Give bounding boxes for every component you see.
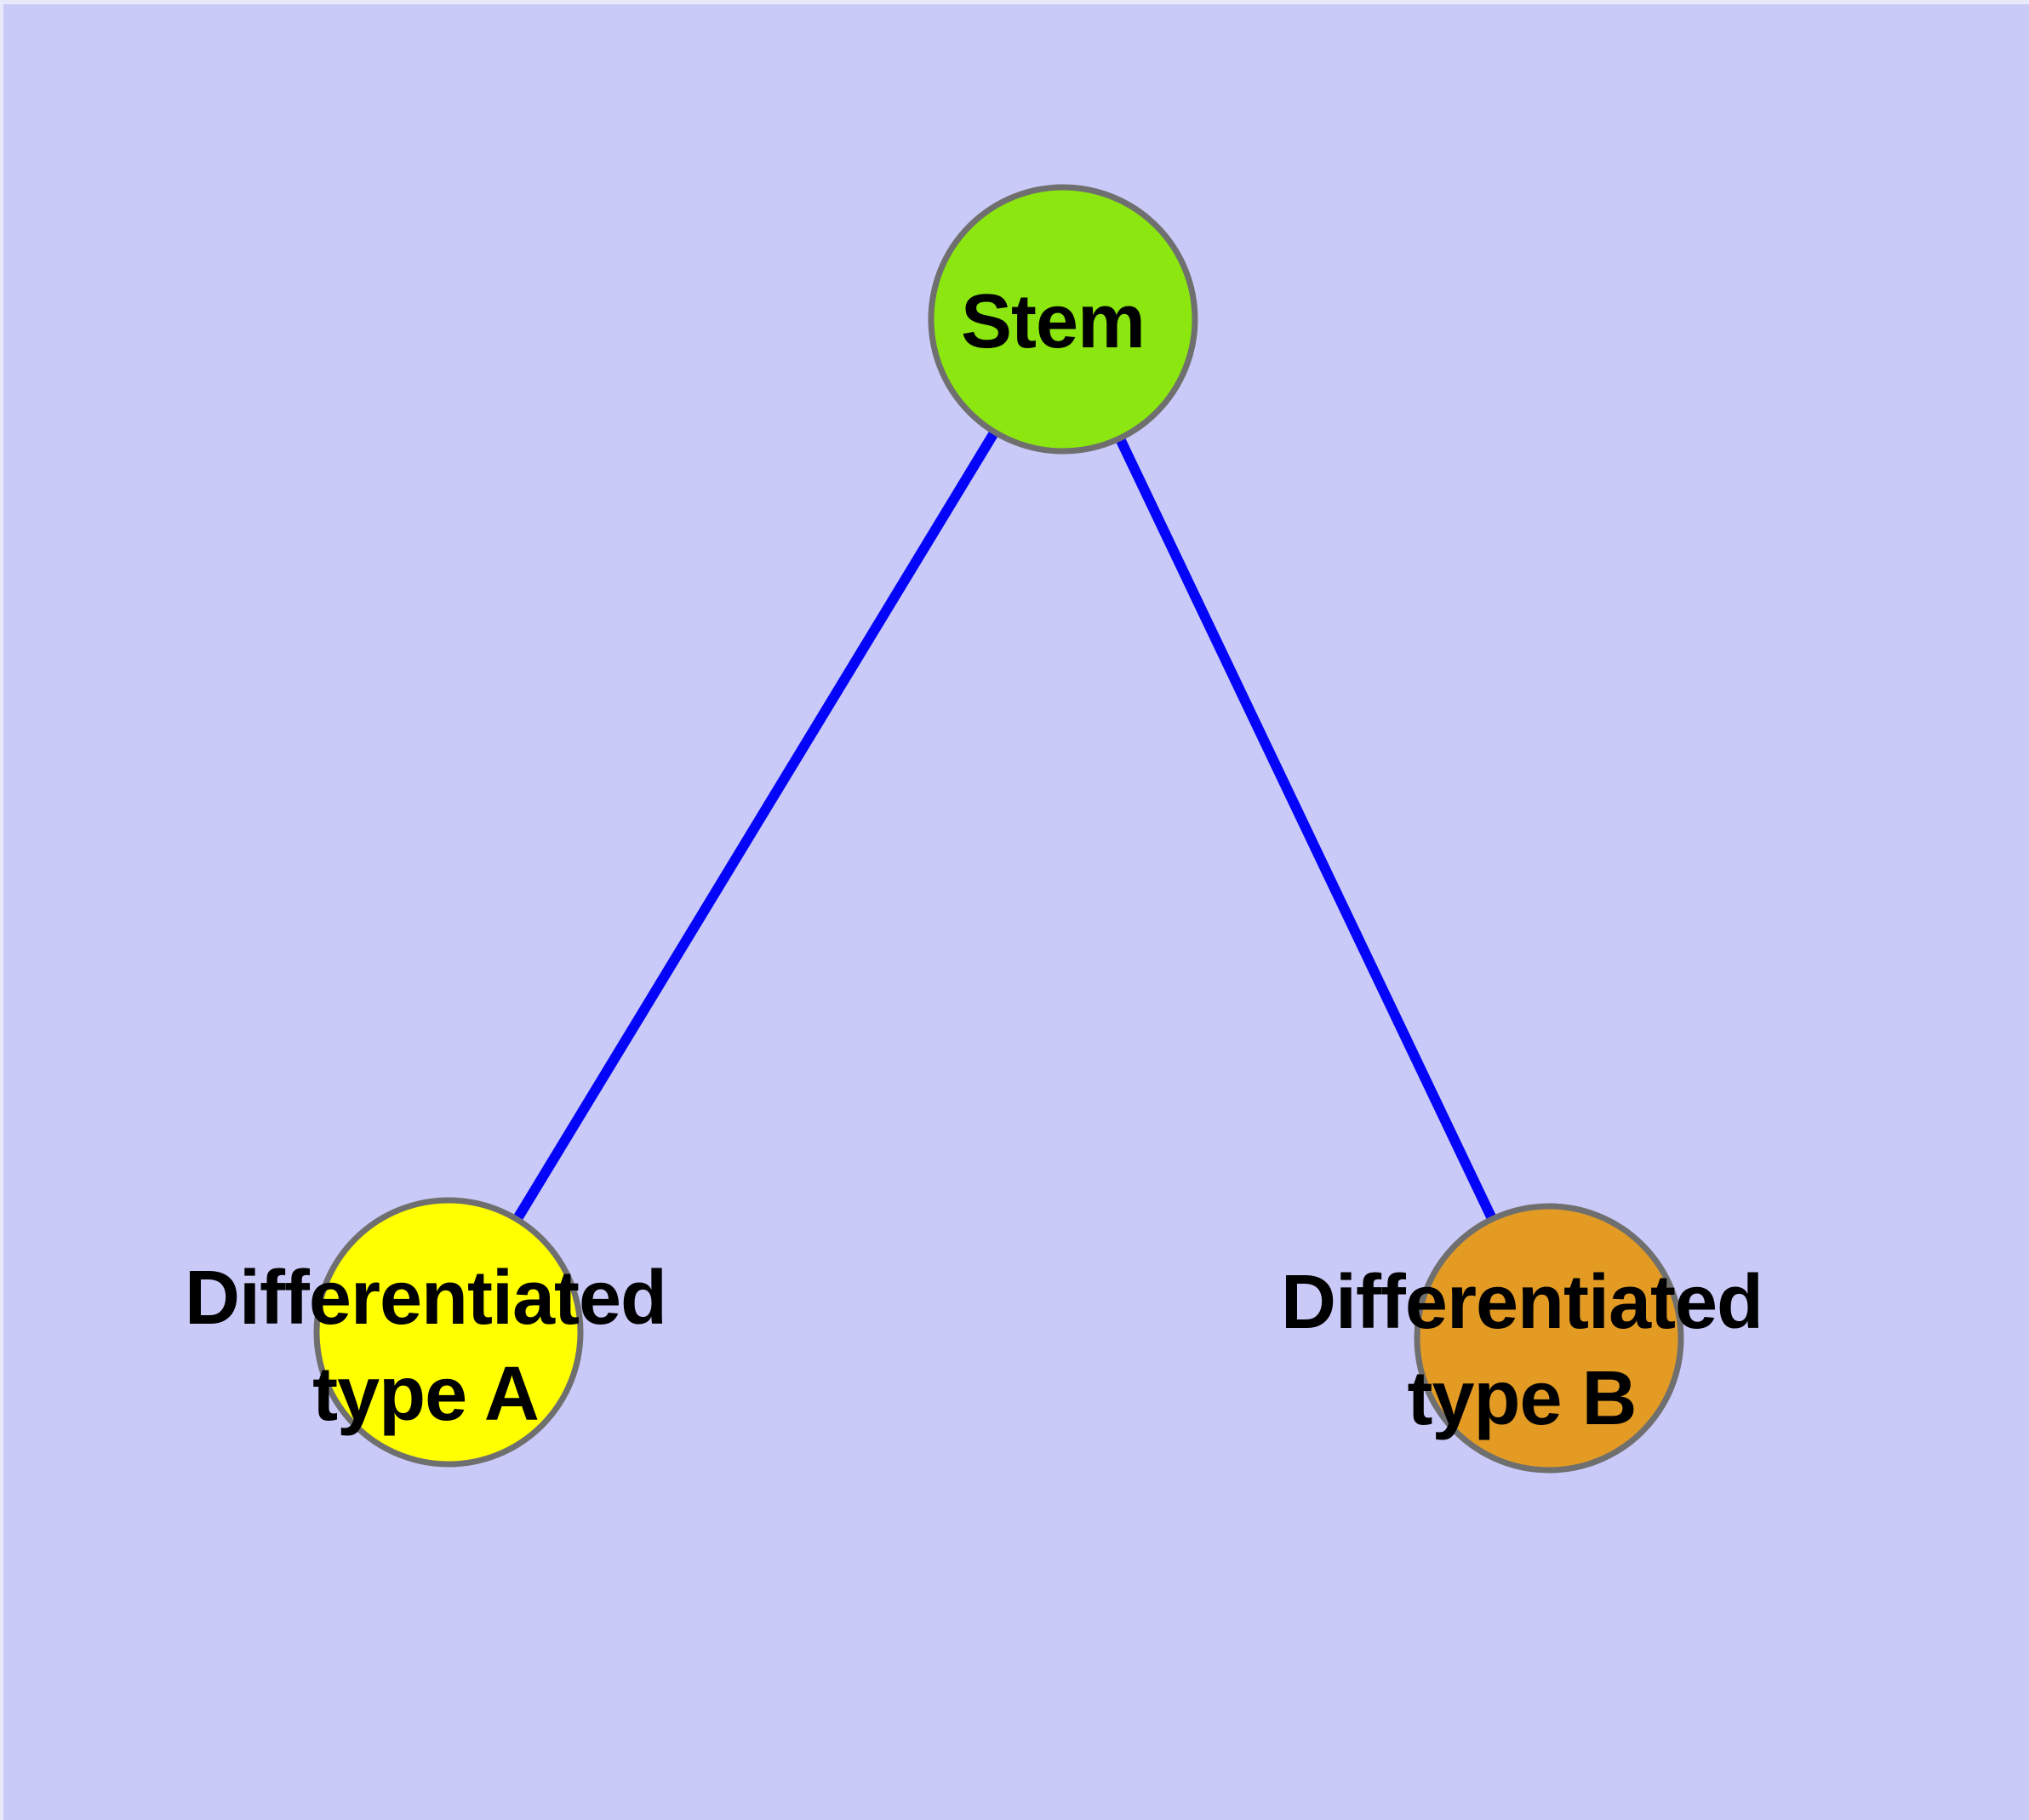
type-a-node-circle xyxy=(313,1197,584,1468)
edge-stem-to-type-a xyxy=(443,316,1068,1336)
window-edge-highlight-top xyxy=(0,0,2029,4)
node-differentiated-type-a: Differentiated type A xyxy=(185,1197,667,1468)
type-b-node-label-line1: Differentiated xyxy=(1281,1260,1763,1345)
edge-stem-to-type-b xyxy=(1058,317,1554,1341)
type-b-node-circle xyxy=(1414,1203,1684,1474)
type-a-node-label-line2: type A xyxy=(312,1352,539,1437)
stem-node-label: Stem xyxy=(961,279,1145,364)
window-edge-highlight-left xyxy=(0,0,3,1820)
stem-node-circle xyxy=(928,184,1198,455)
type-b-node-label-line2: type B xyxy=(1407,1356,1636,1441)
type-a-node-label-line1: Differentiated xyxy=(185,1256,666,1341)
node-stem: Stem xyxy=(928,184,1198,455)
node-differentiated-type-b: Differentiated type B xyxy=(1281,1203,1763,1474)
